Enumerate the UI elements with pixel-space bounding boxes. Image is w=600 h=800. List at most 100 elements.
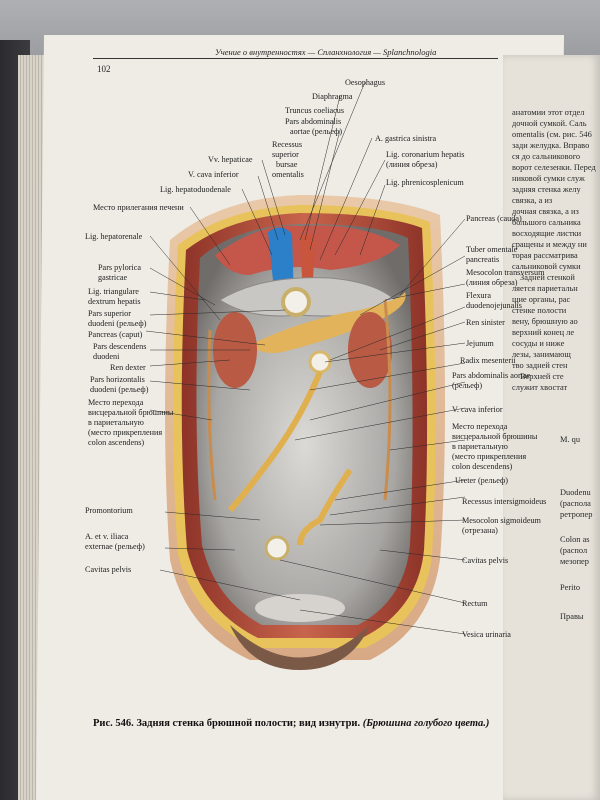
colon-ascendens-line [207, 329, 217, 501]
right-page-line: торая рассматрива [512, 251, 578, 260]
label-cavitas-pelvis-left: Cavitas pelvis [85, 565, 132, 574]
right-page-line: Задней стенкой [520, 273, 575, 282]
label-lig-triangulare-2: dextrum hepatis [88, 297, 141, 306]
label-ureter: Ureter (рельеф) [455, 476, 508, 485]
label-mesocolon-sigmoideum: Mesocolon sigmoideum [462, 516, 541, 525]
label-promontorium: Promontorium [85, 506, 133, 515]
right-page-line: никовой сумки служ [512, 174, 585, 183]
label-pars-abdominalis-aortae: Pars abdominalis [285, 117, 342, 126]
label-mesocolon-transversum-2: (линия обреза) [466, 278, 518, 287]
label-iliaca-2: externae (рельеф) [85, 542, 145, 551]
right-page-line: большого сальника [512, 218, 581, 227]
label-pars-superior: Pars superior [88, 309, 131, 318]
label-pars-horizontalis: Pars horizontalis [90, 375, 145, 384]
right-page-line: анатомии этот отдел [512, 108, 585, 117]
label-lig-triangulare: Lig. triangulare [88, 287, 139, 296]
right-page-line: стенке полости [512, 306, 567, 315]
label-pars-horizontalis-2: duodeni (рельеф) [90, 385, 149, 394]
label-mesto-perehoda-desc-4: (место прикрепления [452, 452, 527, 461]
right-page-line: зади желудка. Вправо [512, 141, 590, 150]
label-pars-abdominalis-aortae-r2: (рельеф) [452, 381, 483, 390]
label-ren-sinister: Ren sinister [466, 318, 505, 327]
label-pancreas-caput: Pancreas (caput) [88, 330, 143, 339]
label-pars-superior-2: duodeni (рельеф) [88, 319, 147, 328]
right-page-line: дочная связка, а из [512, 207, 579, 216]
label-pars-pylorica-2: gastricae [98, 273, 128, 282]
label-recessus-4: omentalis [272, 170, 304, 179]
label-mesto-perehoda-asc-3: в париетальную [88, 418, 144, 427]
right-page-line: дочной сумкой. Саль [512, 119, 587, 128]
pubic-region [230, 625, 370, 670]
running-head: Учение о внутренностях — Спланхнология —… [215, 47, 437, 57]
right-page-line: сращены и между ни [512, 240, 587, 249]
right-page-line: omentalis (см. рис. 546 [512, 130, 592, 139]
right-page-line: верхний конец ле [512, 328, 575, 337]
label-lig-coronarium-2: (линия обреза) [386, 160, 438, 169]
header-rule [93, 58, 498, 59]
label-rectum: Rectum [462, 599, 488, 608]
label-recessus-3: bursae [276, 160, 298, 169]
right-page-line: восходящие листки [512, 229, 582, 238]
caption-text: Задняя стенка брюшной полости; вид изнут… [133, 718, 363, 729]
right-page-line: ляется париетальн [512, 284, 578, 293]
bladder [255, 594, 345, 622]
right-page-table-cell: Perito [560, 583, 581, 592]
right-page-table-cell: Duodenu [560, 488, 591, 497]
right-page-table-cell: Colon as [560, 535, 590, 544]
label-mesto-perehoda-desc-2: висцеральной брюшины [452, 432, 538, 441]
label-mesto-perehoda-desc-5: colon descendens) [452, 462, 513, 471]
label-vesica-urinaria: Vesica urinaria [462, 630, 511, 639]
right-page-line: вену, брюшную ао [512, 317, 578, 326]
label-cavitas-pelvis-right: Cavitas pelvis [462, 556, 509, 565]
label-truncus-coeliacus: Truncus coeliacus [285, 106, 345, 115]
duodenum-ring [281, 287, 311, 317]
right-page-table-cell: ретропер [560, 510, 593, 519]
label-pancreas-cauda: Pancreas (cauda) [466, 214, 522, 223]
label-tuber-omentale: Tuber omentale [466, 245, 518, 254]
label-recessus-2: superior [272, 150, 299, 159]
label-mesto-perehoda-asc-2: висцеральной брюшины [88, 408, 174, 417]
label-pars-descendens-2: duodeni [93, 352, 120, 361]
right-page-line: лезы, занимающ [512, 350, 571, 359]
right-page-table-cell: (распола [560, 499, 591, 508]
caption-label: Рис. 546. [93, 718, 134, 729]
label-mesocolon-transversum: Mesocolon transversum [466, 268, 545, 277]
right-page-line: связка, а из [512, 196, 553, 205]
label-v-cava-inferior-right: V. cava inferior [452, 405, 503, 414]
right-page-table-cell: мезопер [560, 557, 589, 566]
page-number: 102 [97, 64, 111, 74]
label-pars-abdominalis-aortae-r: Pars abdominalis aortae [452, 371, 531, 380]
label-recessus: Recessus [272, 140, 303, 149]
label-recessus-intersigmoideus: Recessus intersigmoideus [462, 497, 547, 506]
label-ren-dexter: Ren dexter [110, 363, 146, 372]
right-page-line: сальниковой сумки [512, 262, 581, 271]
sigmoid-mesocolon [297, 468, 353, 546]
label-mesocolon-sigmoideum-2: (отрезана) [462, 526, 498, 535]
label-mesto-perehoda-asc-5: colon ascendens) [88, 438, 145, 447]
label-lig-hepatoduodenale: Lig. hepatoduodenale [160, 185, 231, 194]
mesentery-root [227, 370, 323, 513]
label-pars-abdominalis-aortae-2: aortae (рельеф) [290, 127, 343, 136]
colon-descendens-line [383, 299, 392, 501]
right-page-table-cell: (распол [560, 546, 588, 555]
label-tuber-omentale-2: pancreatis [466, 255, 500, 264]
label-lig-coronarium: Lig. coronarium hepatis [386, 150, 465, 159]
right-page-line: тво задней стен [512, 361, 568, 370]
book-page-right [503, 55, 600, 800]
label-mesto-perehoda-asc-4: (место прикрепления [88, 428, 163, 437]
label-diaphragma: Diaphragma [312, 92, 353, 101]
label-jejunum: Jejunum [466, 339, 494, 348]
label-mesto-prilegania: Место прилегания печени [93, 203, 184, 212]
right-page-line: сосуды и ниже [512, 339, 565, 348]
label-a-gastrica-sinistra: A. gastrica sinistra [375, 134, 437, 143]
label-oesophagus: Oesophagus [345, 78, 386, 87]
right-page-line: щие органы, рас [512, 295, 571, 304]
right-page-line: служит хвостат [512, 383, 568, 392]
label-flexura: Flexura [466, 291, 492, 300]
rectum-cut [264, 535, 290, 561]
label-mesto-perehoda-desc: Место перехода [452, 422, 508, 431]
label-iliaca: A. et v. iliaca [85, 532, 129, 541]
caption-italic: (Брюшина голубого цвета.) [362, 718, 490, 729]
label-lig-hepatorenale: Lig. hepatorenale [85, 232, 143, 241]
